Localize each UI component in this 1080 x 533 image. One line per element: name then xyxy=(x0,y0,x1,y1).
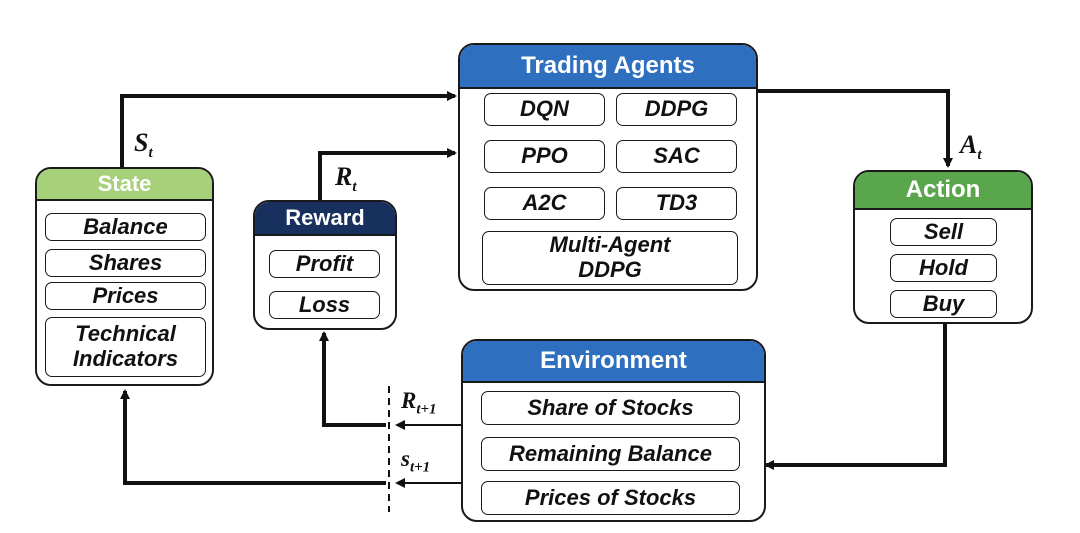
label-a-t: At xyxy=(960,130,982,164)
label-a-t-main: A xyxy=(960,130,978,159)
multi-agent-line2: DDPG xyxy=(578,257,642,282)
action-buy: Buy xyxy=(890,290,997,318)
state-prices: Prices xyxy=(45,282,206,310)
state-balance: Balance xyxy=(45,213,206,241)
trading-agents-title: Trading Agents xyxy=(460,45,756,89)
reward-loss: Loss xyxy=(269,291,380,319)
label-r-t1: Rt+1 xyxy=(401,388,437,419)
arrow-reward-to-agents xyxy=(318,148,457,200)
label-r-t1-main: R xyxy=(401,388,417,413)
state-technical-indicators: Technical Indicators xyxy=(45,317,206,377)
label-r-t-main: R xyxy=(335,162,353,191)
label-s-t-main: S xyxy=(134,128,149,157)
label-a-t-sub: t xyxy=(977,147,982,164)
trading-agents-box: Trading Agents DQN DDPG PPO SAC A2C TD3 … xyxy=(458,43,758,291)
state-shares: Shares xyxy=(45,249,206,277)
label-r-t1-sub: t+1 xyxy=(416,401,437,418)
reward-title: Reward xyxy=(255,202,395,236)
label-s-t-sub: t xyxy=(148,145,153,162)
state-box: State Balance Shares Prices Technical In… xyxy=(35,167,214,386)
env-share-of-stocks: Share of Stocks xyxy=(481,391,740,425)
label-s-t1: st+1 xyxy=(401,446,430,477)
environment-title: Environment xyxy=(463,341,764,383)
label-s-t1-sub: t+1 xyxy=(409,459,431,476)
agent-td3: TD3 xyxy=(616,187,737,220)
reward-profit: Profit xyxy=(269,250,380,278)
arrow-environment-to-reward xyxy=(319,331,386,427)
agent-multi-agent-ddpg: Multi-Agent DDPG xyxy=(482,231,738,285)
agent-dqn: DQN xyxy=(484,93,605,126)
label-s-t1-main: s xyxy=(401,446,410,471)
action-box: Action Sell Hold Buy xyxy=(853,170,1033,324)
env-remaining-balance: Remaining Balance xyxy=(481,437,740,471)
label-r-t-sub: t xyxy=(352,179,357,196)
reward-box: Reward Profit Loss xyxy=(253,200,397,330)
action-title: Action xyxy=(855,172,1031,210)
action-sell: Sell xyxy=(890,218,997,246)
multi-agent-line1: Multi-Agent xyxy=(549,232,671,258)
agent-a2c: A2C xyxy=(484,187,605,220)
action-hold: Hold xyxy=(890,254,997,282)
arrow-agents-to-action xyxy=(757,89,953,168)
state-title: State xyxy=(37,169,212,201)
agent-sac: SAC xyxy=(616,140,737,173)
technical-line1: Technical xyxy=(75,321,176,347)
arrow-state-to-agents xyxy=(120,91,457,167)
label-r-t: Rt xyxy=(335,162,357,196)
label-s-t: St xyxy=(134,128,153,162)
env-prices-of-stocks: Prices of Stocks xyxy=(481,481,740,515)
technical-line2: Indicators xyxy=(72,346,179,371)
agent-ppo: PPO xyxy=(484,140,605,173)
arrow-action-to-environment xyxy=(764,324,947,470)
arrow-environment-to-state xyxy=(120,389,386,485)
agent-ddpg: DDPG xyxy=(616,93,737,126)
environment-box: Environment Share of Stocks Remaining Ba… xyxy=(461,339,766,522)
